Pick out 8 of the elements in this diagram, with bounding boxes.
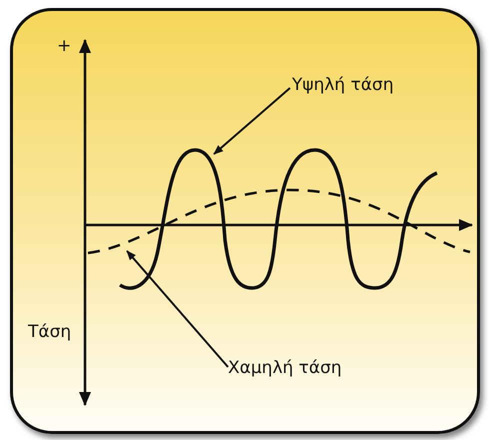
callout-text: Υψηλή τάση <box>292 75 394 95</box>
dashed-curve <box>88 188 470 254</box>
leader-line <box>126 250 229 368</box>
axis-label: Τάση <box>28 322 72 342</box>
axis-label: + <box>57 36 72 56</box>
waveform-curve <box>119 148 438 290</box>
leader-line <box>213 87 291 155</box>
callout-text: Χαμηλή τάση <box>228 358 342 378</box>
